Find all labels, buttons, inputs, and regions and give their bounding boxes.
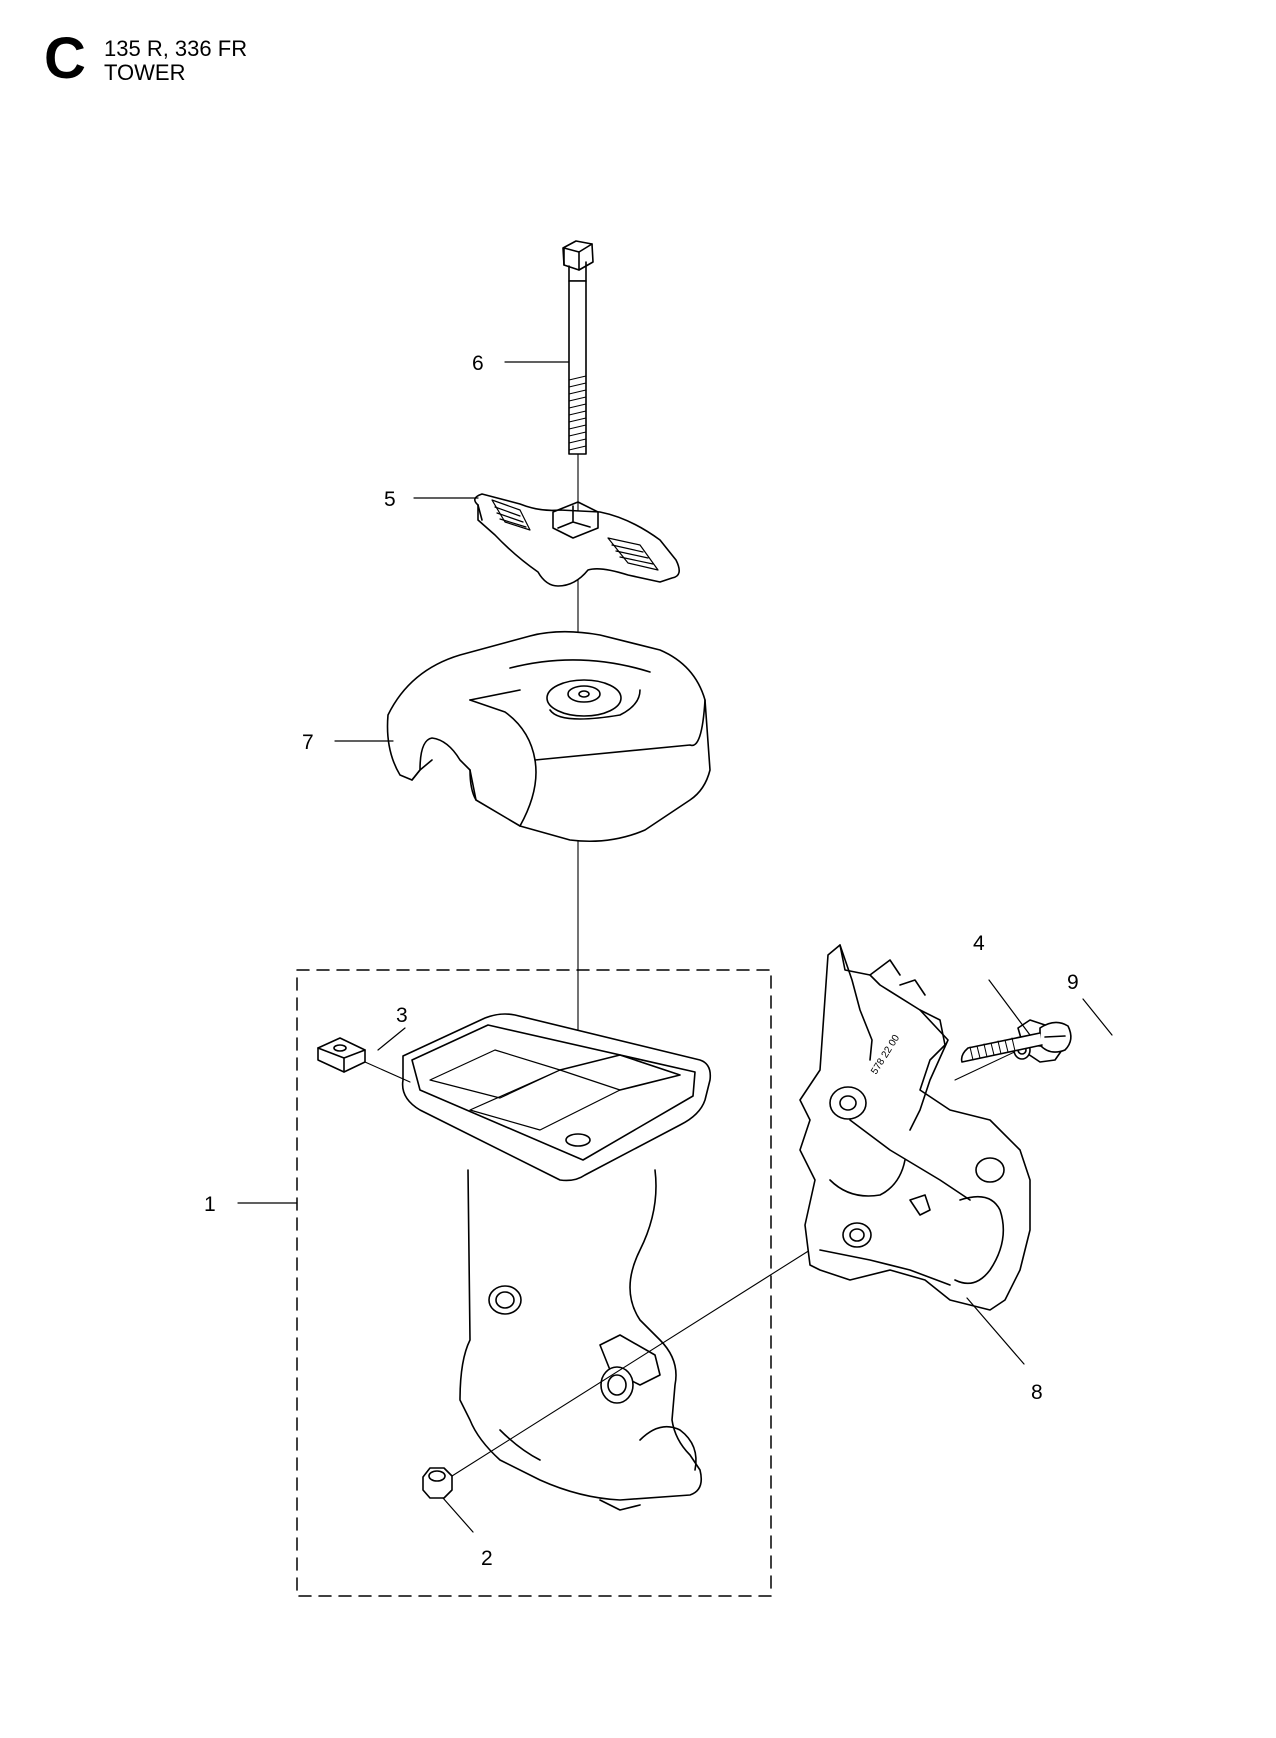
callout-4: 4	[973, 932, 985, 955]
callout-2: 2	[481, 1547, 493, 1570]
part-3-square-nut[interactable]	[317, 1037, 411, 1083]
part-1-tower[interactable]	[401, 1013, 712, 1511]
part-2-hex-nut[interactable]	[422, 1467, 453, 1499]
part-6-bolt[interactable]	[562, 240, 594, 455]
part-7-cover[interactable]	[386, 630, 711, 843]
leader-line-2	[442, 1497, 474, 1533]
diagram-title: TOWER	[104, 60, 186, 85]
callout-8: 8	[1031, 1381, 1043, 1404]
assembly-axis-line	[451, 1249, 811, 1477]
callout-7: 7	[302, 731, 314, 754]
section-letter: C	[44, 26, 86, 91]
callout-9: 9	[1067, 971, 1079, 994]
part-5-wing-nut[interactable]	[474, 493, 680, 587]
leader-lines	[237, 361, 1113, 1533]
part-9-screw[interactable]	[960, 1021, 1072, 1063]
leader-line-9	[1082, 998, 1113, 1036]
leader-line-4	[988, 979, 1031, 1036]
callout-1: 1	[204, 1193, 216, 1216]
callout-5: 5	[384, 488, 396, 511]
callout-6: 6	[472, 352, 484, 375]
part-8-bracket[interactable]: 578 22 00	[799, 944, 1031, 1311]
callout-labels: 1 2 3 4 5 6 7 8 9	[204, 352, 1079, 1570]
callout-3: 3	[396, 1004, 408, 1027]
leader-line-3	[377, 1027, 406, 1051]
leader-line-8	[966, 1297, 1025, 1365]
model-name: 135 R, 336 FR	[104, 36, 248, 61]
assembly-1-dashed-box	[296, 969, 772, 1597]
